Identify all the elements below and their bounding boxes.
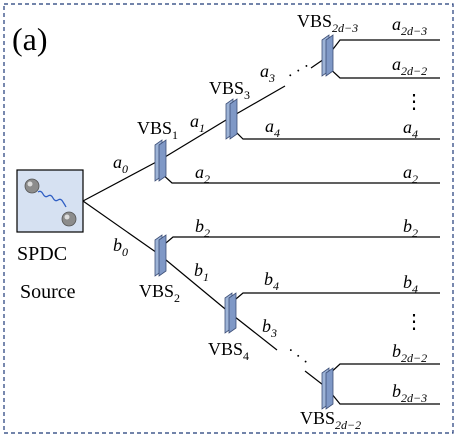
label-a2d2: a2d−2	[392, 54, 427, 78]
photon-wave-icon	[37, 190, 67, 208]
vbs2d2-block	[321, 367, 334, 410]
path-a2d3	[326, 39, 440, 58]
label-b2d2: b2d−2	[392, 341, 427, 365]
path-a1	[159, 116, 232, 161]
path-b2	[159, 236, 440, 255]
vbs2-label: VBS2	[139, 281, 180, 305]
photon-icon-1	[24, 178, 40, 194]
path-b2d2	[326, 363, 440, 388]
vertical-dots-lower: ⋮	[404, 311, 424, 333]
label-a2-right: a2	[403, 162, 418, 186]
vbs4-block	[224, 292, 237, 334]
label-a4-right: a4	[403, 117, 418, 141]
vbs3-label: VBS3	[209, 78, 250, 102]
ellipsis-lower: · · ·	[283, 342, 312, 370]
path-b4	[229, 292, 440, 313]
label-b4-left: b4	[264, 269, 279, 293]
vbs2d2-label: VBS2d−2	[300, 408, 361, 432]
path-a0	[82, 159, 161, 202]
vbs2d3-block	[321, 34, 334, 77]
label-b0: b0	[113, 235, 128, 259]
label-b2-left: b2	[195, 216, 210, 240]
label-b2d3: b2d−3	[392, 381, 427, 405]
vbs1-label: VBS1	[137, 118, 178, 142]
vbs3-block	[225, 98, 238, 140]
spdc-label: SPDC	[17, 243, 67, 265]
label-a2-left: a2	[195, 162, 210, 186]
vbs2-block	[154, 234, 167, 277]
vbs4-label: VBS4	[208, 339, 249, 363]
label-a0: a0	[113, 152, 128, 176]
dashed-frame	[3, 3, 454, 434]
source-label: Source	[20, 281, 76, 303]
label-b2-right: b2	[403, 216, 418, 240]
label-a4-left: a4	[265, 116, 280, 140]
path-a3	[230, 85, 286, 118]
spdc-source	[16, 169, 84, 233]
vbs2d3-label: VBS2d−3	[297, 11, 358, 35]
vertical-dots-upper: ⋮	[404, 91, 424, 113]
label-a2d3: a2d−3	[392, 14, 427, 38]
photon-icon-2	[61, 211, 77, 227]
label-b3: b3	[262, 316, 277, 340]
panel-label: (a)	[12, 21, 48, 57]
label-a1: a1	[190, 111, 205, 135]
vbs1-block	[154, 139, 167, 182]
label-b1: b1	[194, 260, 209, 284]
path-b3	[229, 312, 278, 351]
label-b4-right: b4	[403, 272, 418, 296]
path-b1	[159, 254, 231, 314]
ellipsis-upper: · · ·	[284, 58, 313, 85]
label-a3: a3	[260, 61, 275, 85]
path-b0	[82, 200, 161, 256]
